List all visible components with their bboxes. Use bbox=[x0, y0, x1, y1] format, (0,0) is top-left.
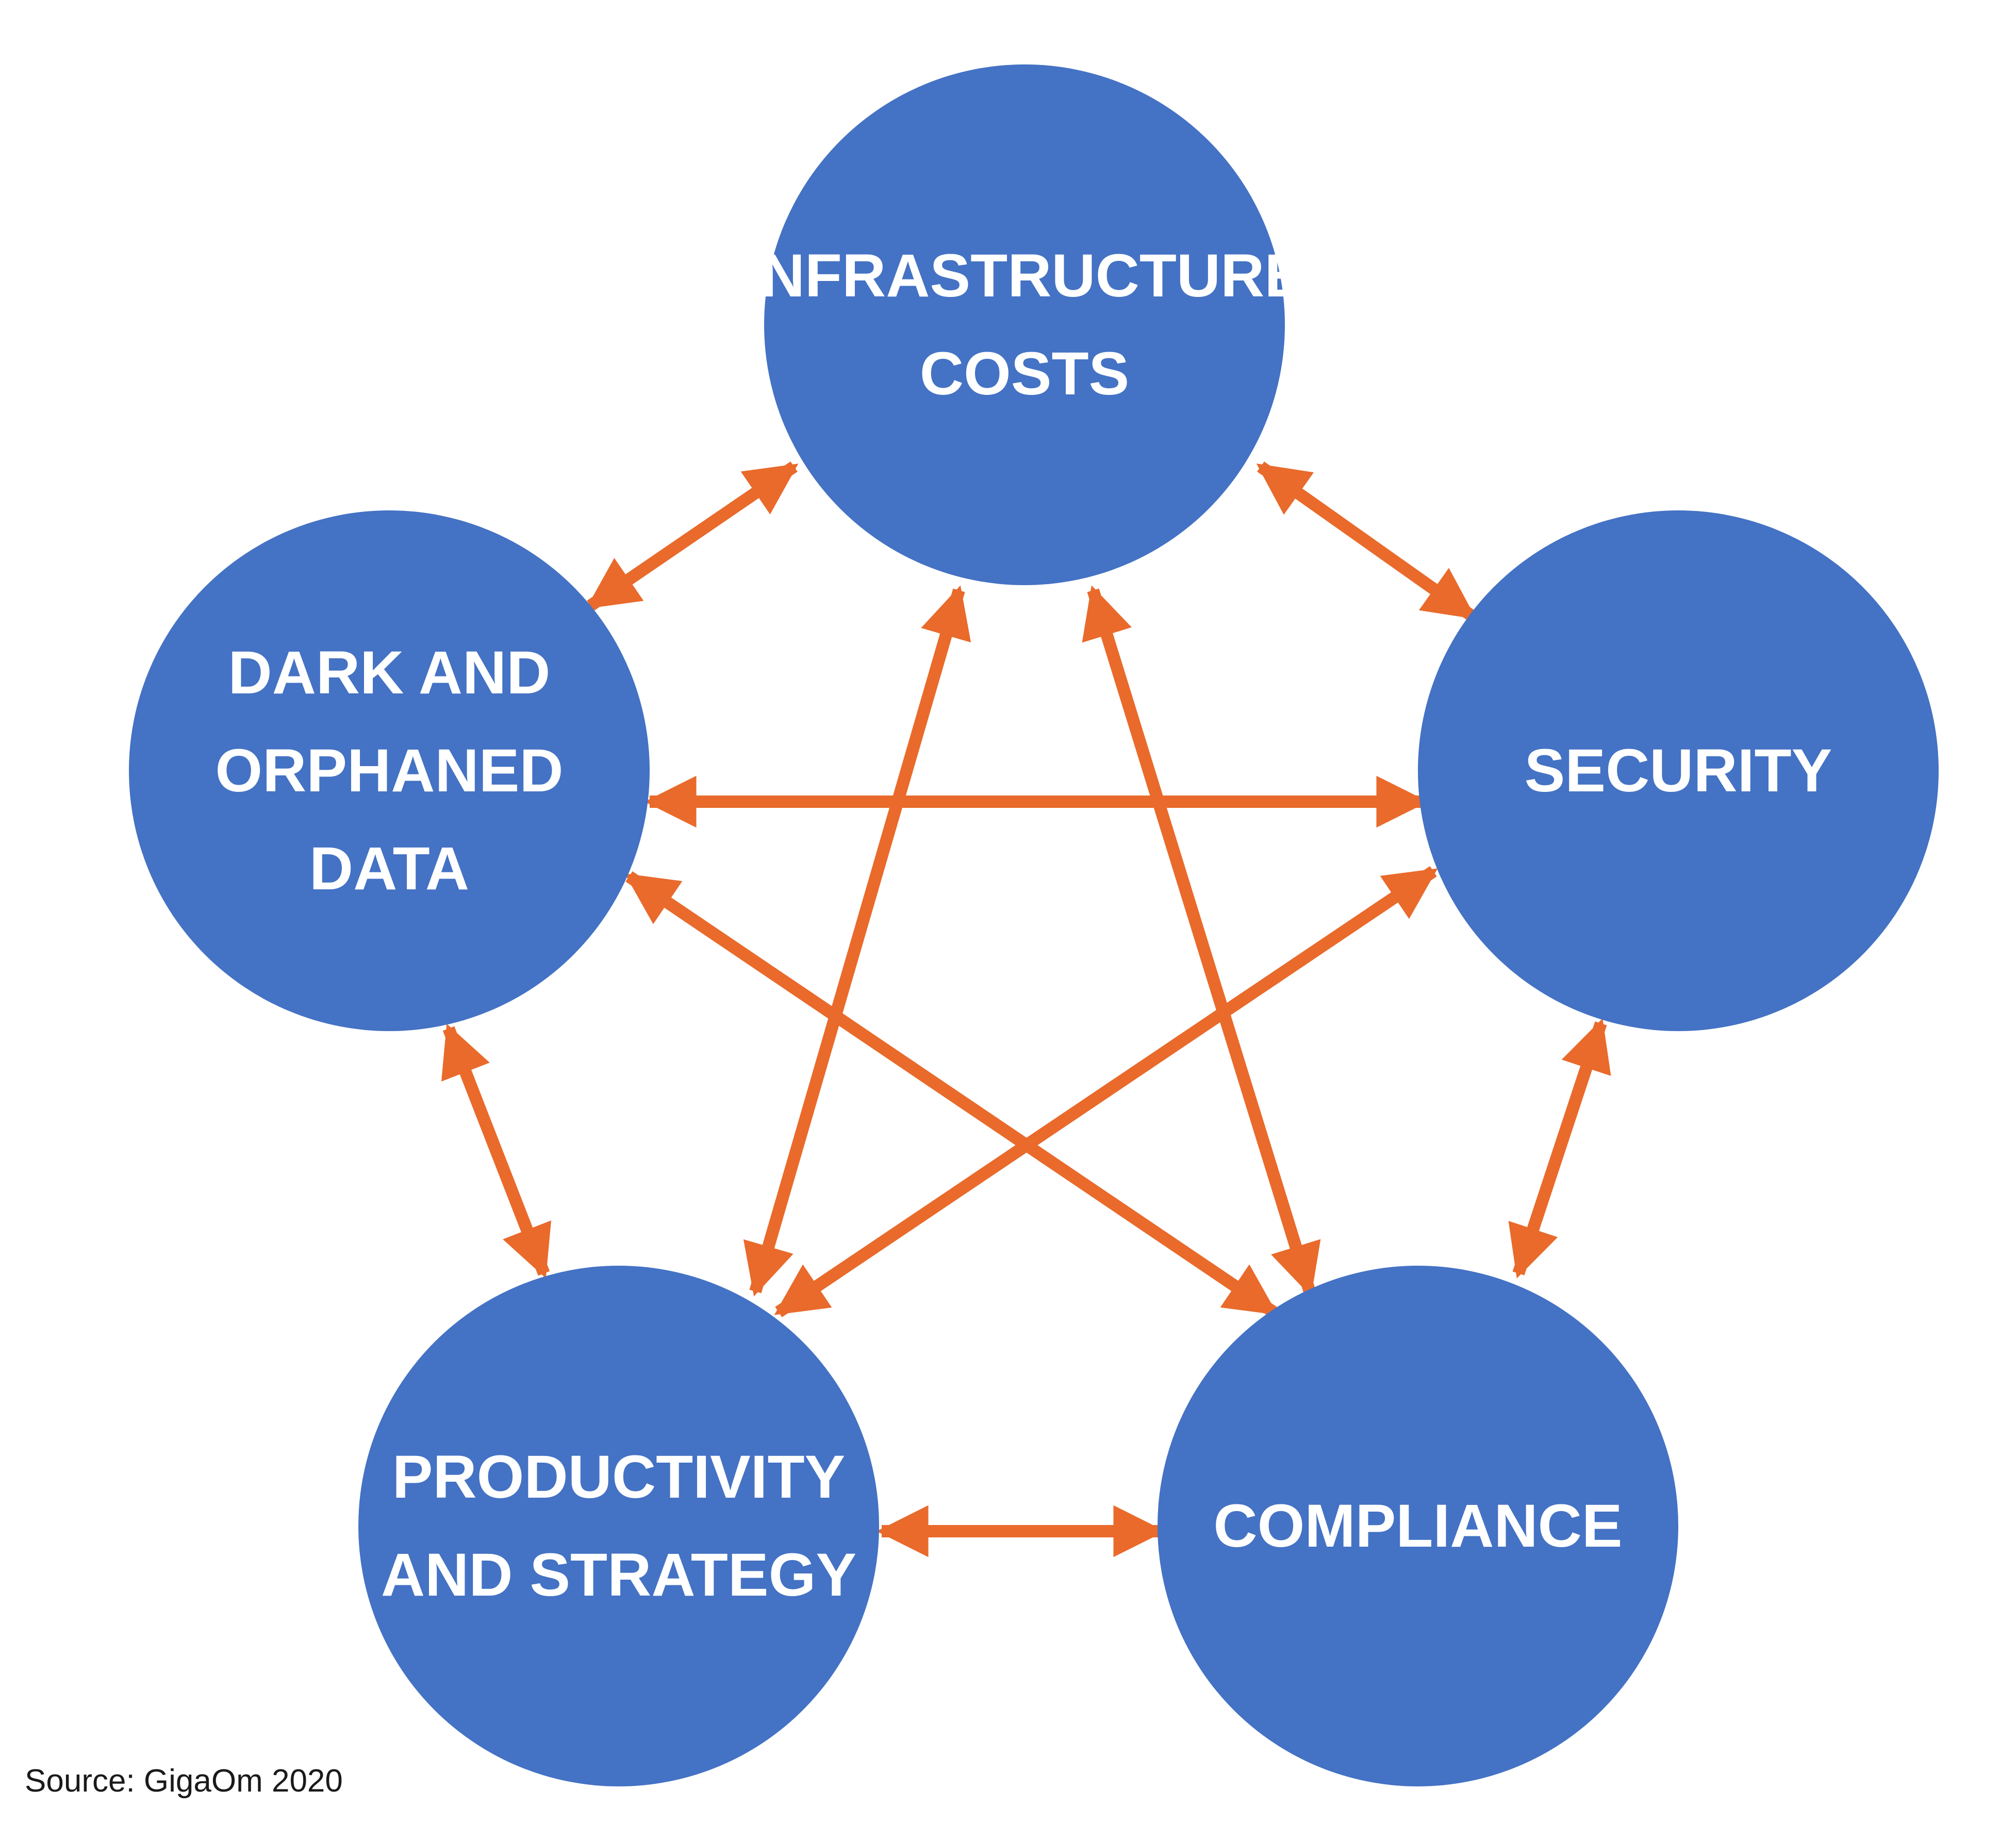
node-label-dark-data: ORPHANED bbox=[215, 737, 563, 805]
node-label-productivity: AND STRATEGY bbox=[381, 1541, 856, 1609]
arrow-infrastructure-dark-data bbox=[586, 461, 799, 611]
node-label-compliance: COMPLIANCE bbox=[1213, 1492, 1622, 1560]
arrow-dark-data-compliance bbox=[624, 871, 1278, 1317]
node-circle-productivity bbox=[358, 1266, 879, 1786]
arrow-dark-data-productivity bbox=[441, 1023, 552, 1279]
source-note: Source: GigaOm 2020 bbox=[25, 1763, 343, 1799]
node-compliance: COMPLIANCE bbox=[1158, 1266, 1678, 1786]
node-label-security: SECURITY bbox=[1525, 737, 1832, 805]
node-dark-data: DARK AND ORPHANED DATA bbox=[129, 510, 650, 1031]
arrow-infrastructure-security bbox=[1256, 461, 1477, 621]
node-label-dark-data: DATA bbox=[309, 835, 469, 903]
node-circle-security bbox=[1418, 510, 1939, 1031]
arrow-security-productivity bbox=[774, 866, 1438, 1317]
arrow-infrastructure-productivity bbox=[743, 585, 971, 1297]
node-label-dark-data: DARK AND bbox=[228, 639, 551, 707]
arrow-security-compliance bbox=[1508, 1018, 1611, 1279]
concept-nodes: INFRASTRUCTURE COSTS SECURITY COMPLIANCE PRO… bbox=[129, 64, 1939, 1786]
node-label-infrastructure: INFRASTRUCTURE bbox=[744, 242, 1305, 310]
arrow-infrastructure-compliance bbox=[1082, 585, 1321, 1297]
node-circle-dark-data bbox=[129, 510, 650, 1031]
node-infrastructure: INFRASTRUCTURE COSTS bbox=[744, 64, 1305, 585]
node-productivity: PRODUCTIVITY AND STRATEGY bbox=[358, 1266, 879, 1786]
node-security: SECURITY bbox=[1418, 510, 1939, 1031]
node-circle-infrastructure bbox=[764, 64, 1285, 585]
node-circle-compliance bbox=[1158, 1266, 1678, 1786]
connector-arrows bbox=[441, 461, 1611, 1557]
node-label-infrastructure: COSTS bbox=[920, 340, 1130, 408]
node-label-productivity: PRODUCTIVITY bbox=[392, 1443, 846, 1511]
